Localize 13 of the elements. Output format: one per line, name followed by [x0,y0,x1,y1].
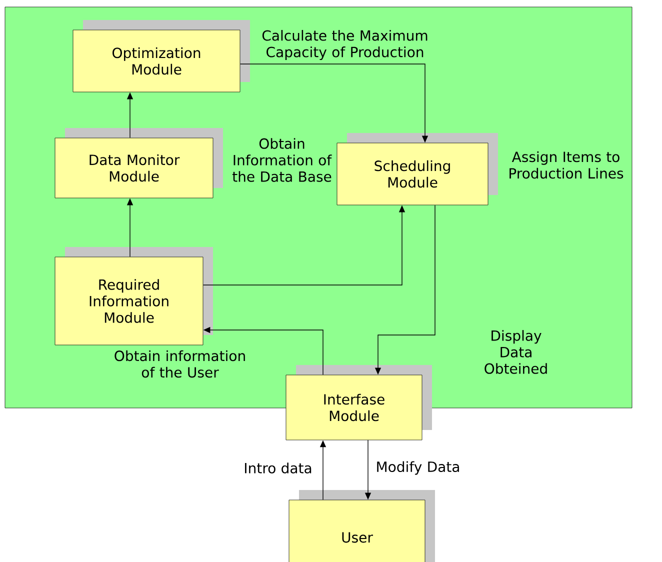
note-text: Assign Items to Production Lines [510,151,624,179]
edge-label: Obtain information of the User [114,350,245,378]
module-box: User [288,490,435,562]
note-text: Obtain Information of the Data Base [232,138,332,182]
edge-label: Display Data Obteined [484,330,547,374]
module-box: Scheduling Module [336,133,498,206]
edge-label: Intro data [245,462,312,474]
module-box: Optimization Module [72,20,250,92]
edge-label: Calculate the Maximum Capacity of Production [262,30,428,60]
edge-label: Modify Data [377,461,459,475]
module-box: Data Monitor Module [54,128,223,198]
module-box: Required Information Module [54,247,213,346]
module-box: Interfase Module [286,364,432,440]
